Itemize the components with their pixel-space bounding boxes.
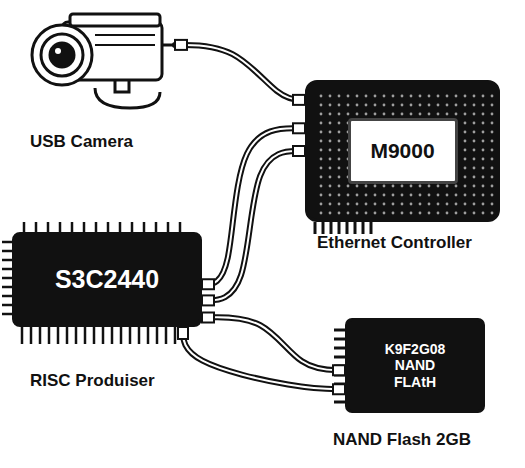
part-marking: S3C2440 xyxy=(55,265,159,294)
node-shape: K9F2G08 NAND FLAtH xyxy=(345,318,485,413)
part-name: Ethernet Controller xyxy=(317,233,472,253)
part-name: RISC Produiser xyxy=(30,371,155,391)
cable xyxy=(202,146,305,305)
ic-package: M9000 xyxy=(348,118,458,184)
part-marking: M9000 xyxy=(370,139,434,163)
node-shape: S3C2440 xyxy=(12,232,202,327)
node-shape: M9000 xyxy=(305,80,500,222)
cable xyxy=(178,327,345,394)
node-shape xyxy=(25,5,175,110)
cable xyxy=(175,40,305,105)
part-marking: K9F2G08 NAND FLAtH xyxy=(375,341,455,389)
edge-connector xyxy=(315,222,371,234)
camera-drawing xyxy=(32,14,180,108)
cable xyxy=(202,313,345,376)
part-name: USB Camera xyxy=(30,132,133,152)
part-name: NAND Flash 2GB xyxy=(333,430,471,450)
